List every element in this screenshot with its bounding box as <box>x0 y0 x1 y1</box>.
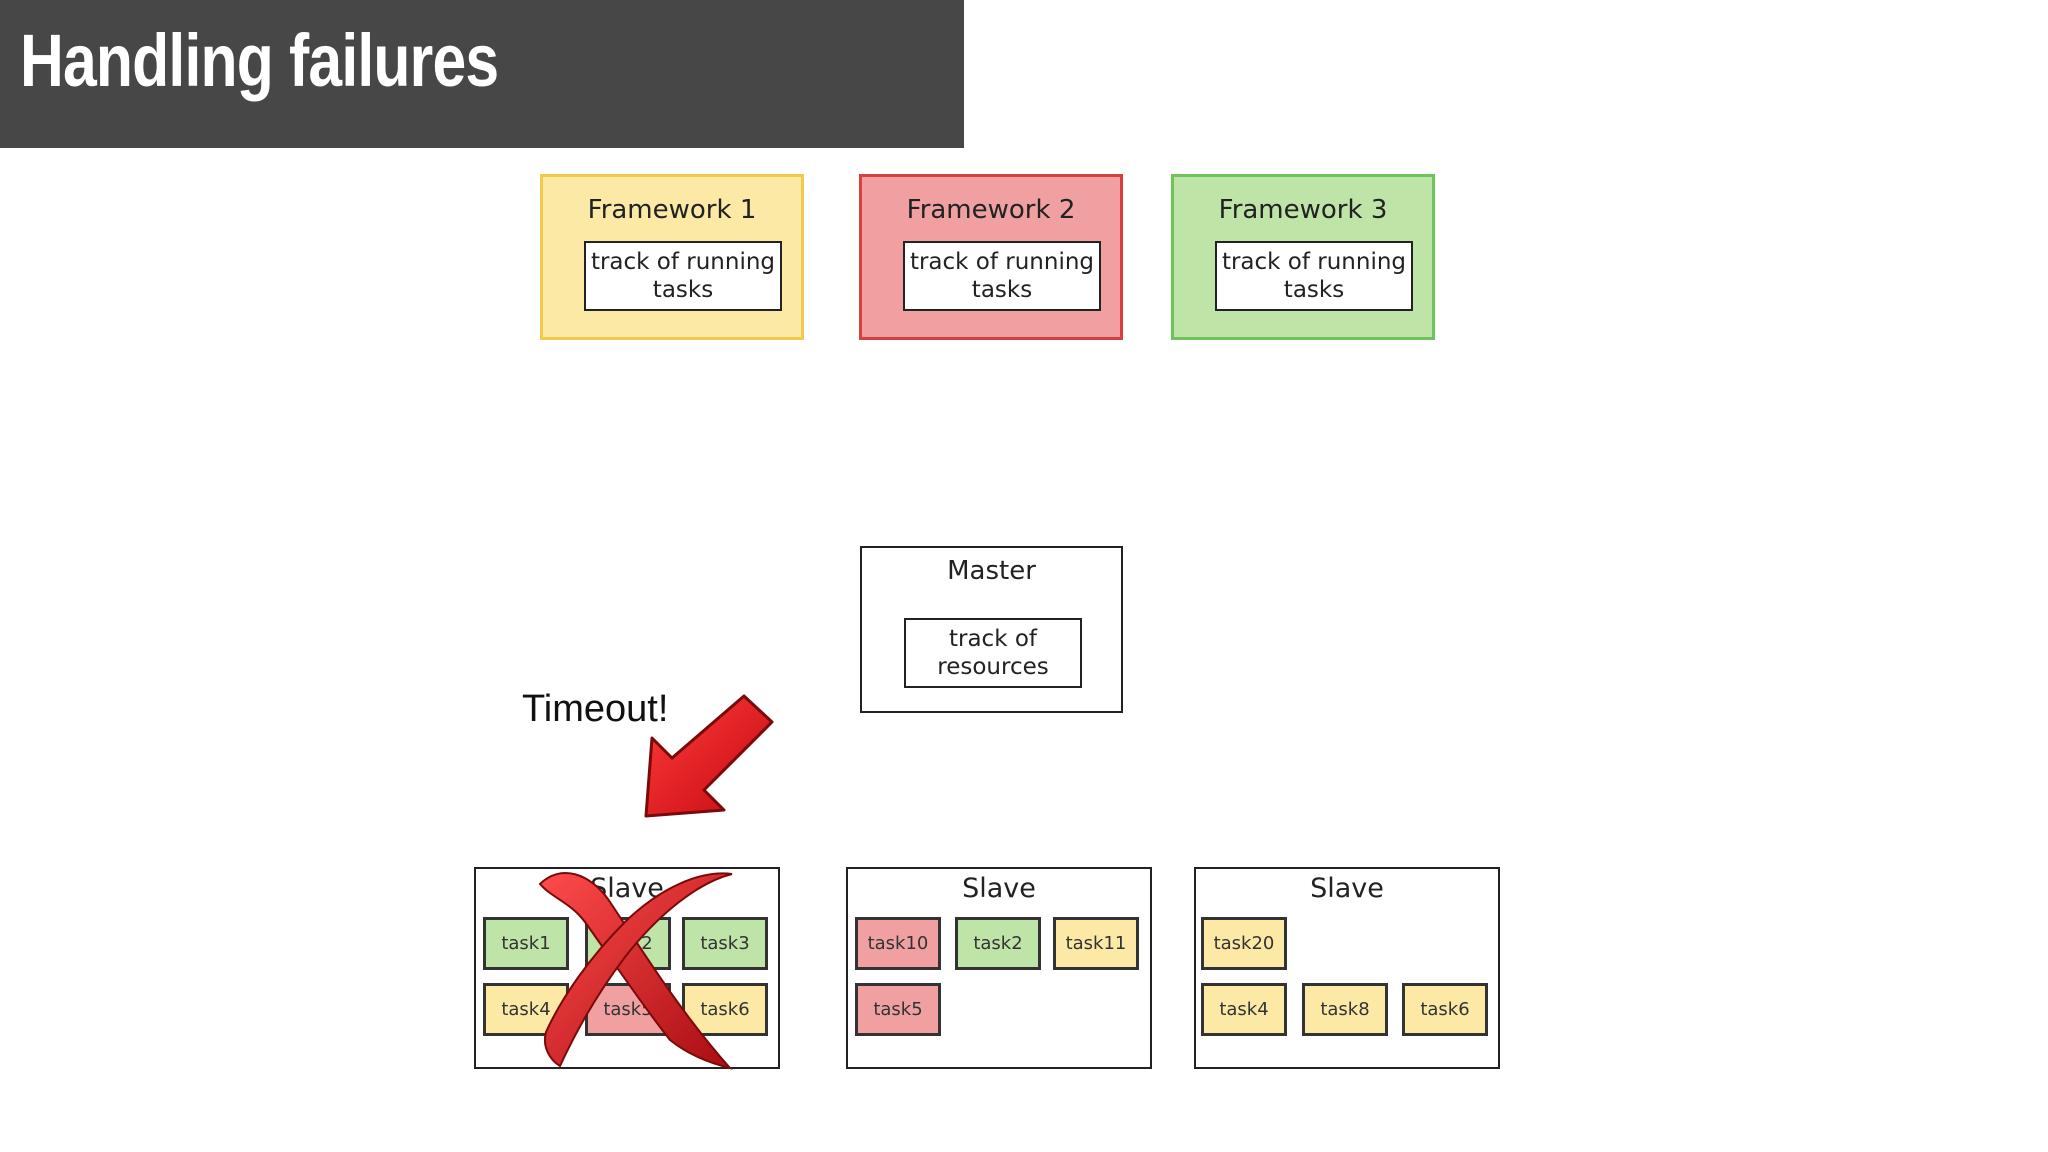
framework-1: Framework 1 track of running tasks <box>540 174 804 340</box>
task-chip: task10 <box>855 917 941 970</box>
master-title: Master <box>862 556 1121 586</box>
framework-1-tracker: track of running tasks <box>584 241 782 311</box>
task-chip: task20 <box>1201 917 1287 970</box>
task-chip: task11 <box>1053 917 1139 970</box>
title-bar: Handling failures <box>0 0 964 148</box>
task-chip: task2 <box>955 917 1041 970</box>
task-chip: task8 <box>1302 983 1388 1036</box>
framework-3-title: Framework 3 <box>1174 195 1432 225</box>
framework-2: Framework 2 track of running tasks <box>859 174 1123 340</box>
master-tracker: track of resources <box>904 618 1082 688</box>
framework-2-tracker-line1: track of running <box>910 248 1094 276</box>
arrow-icon <box>640 690 780 820</box>
framework-1-title: Framework 1 <box>543 195 801 225</box>
framework-2-tracker: track of running tasks <box>903 241 1101 311</box>
framework-1-tracker-line2: tasks <box>653 276 713 304</box>
task-chip: task6 <box>1402 983 1488 1036</box>
framework-1-tracker-line1: track of running <box>591 248 775 276</box>
failure-x-icon <box>530 862 740 1074</box>
framework-2-tracker-line2: tasks <box>972 276 1032 304</box>
framework-3: Framework 3 track of running tasks <box>1171 174 1435 340</box>
framework-3-tracker: track of running tasks <box>1215 241 1413 311</box>
master: Master track of resources <box>860 546 1123 713</box>
task-chip: task5 <box>855 983 941 1036</box>
master-tracker-line2: resources <box>937 653 1048 681</box>
framework-3-tracker-line2: tasks <box>1284 276 1344 304</box>
slave-3: Slave task20 task4 task8 task6 <box>1194 867 1500 1069</box>
slide-title: Handling failures <box>20 18 498 103</box>
framework-2-title: Framework 2 <box>862 195 1120 225</box>
slave-3-title: Slave <box>1196 873 1498 904</box>
master-tracker-line1: track of <box>949 625 1037 653</box>
slave-2-title: Slave <box>848 873 1150 904</box>
task-chip: task4 <box>1201 983 1287 1036</box>
slave-2: Slave task10 task2 task11 task5 <box>846 867 1152 1069</box>
framework-3-tracker-line1: track of running <box>1222 248 1406 276</box>
